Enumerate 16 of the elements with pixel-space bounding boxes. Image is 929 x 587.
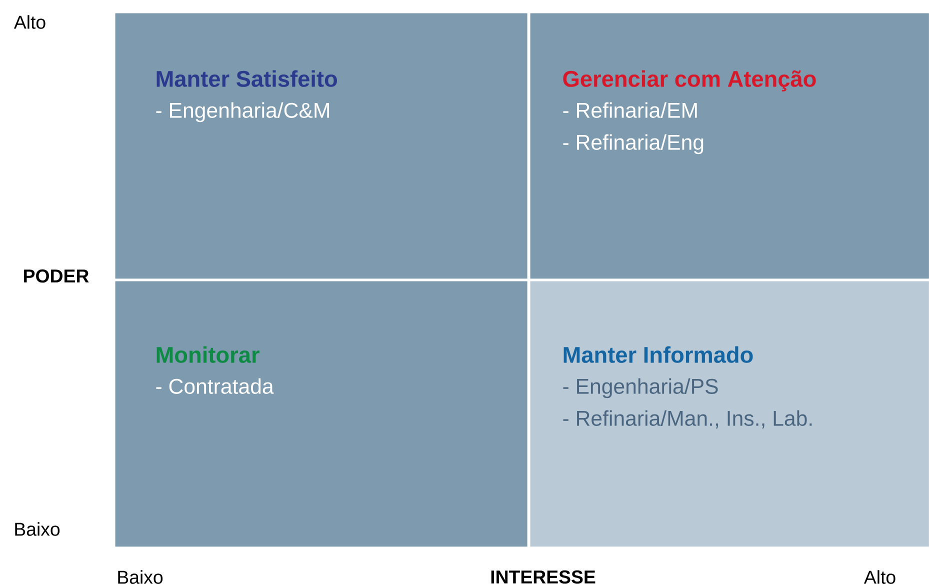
axis-label: Alto (14, 15, 46, 29)
list-item: - Refinaria/Eng (563, 134, 704, 154)
list-item: - Engenharia/PS (563, 378, 718, 398)
quadrant-heading: Manter Satisfeito (156, 70, 337, 87)
axis-label: Baixo (15, 522, 60, 536)
quadrant-heading: Gerenciar com Atenção (563, 70, 816, 92)
axis-title: PODER (24, 269, 89, 283)
list-item: - Refinaria/Man., Ins., Lab. (563, 410, 812, 428)
axis-title: INTERESSE (491, 570, 596, 584)
quadrant-heading: Monitorar (156, 346, 260, 363)
quadrant-heading: Manter Informado (564, 346, 753, 363)
list-item: - Contratada (156, 378, 274, 394)
list-item: - Engenharia/C&M (156, 102, 329, 122)
axis-label: Baixo (118, 570, 163, 584)
list-item: - Refinaria/EM (563, 102, 697, 118)
axis-label: Alto (864, 570, 896, 584)
